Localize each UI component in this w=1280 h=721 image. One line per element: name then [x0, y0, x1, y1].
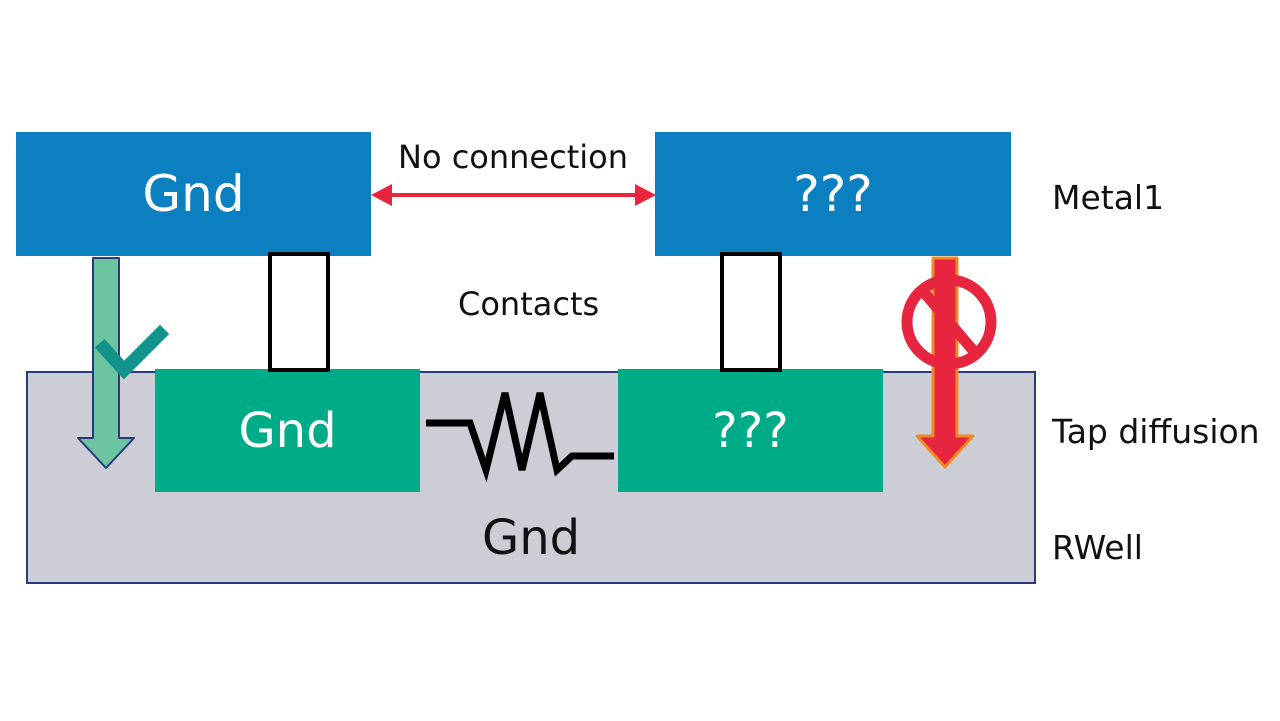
layer-label-tap-diffusion: Tap diffusion	[1052, 412, 1260, 451]
tap-unknown-label: ???	[712, 402, 789, 459]
good-connection-arrow	[77, 257, 135, 469]
tap-unknown-block: ???	[618, 369, 883, 492]
resistor-icon	[426, 392, 614, 483]
rwell-gnd-label: Gnd	[482, 510, 581, 566]
prohibited-icon	[901, 274, 997, 370]
no-connection-arrow	[371, 184, 656, 206]
tap-gnd-label: Gnd	[238, 402, 337, 459]
contact-right	[720, 252, 782, 372]
tap-gnd-block: Gnd	[155, 369, 420, 492]
metal1-unknown-block: ???	[655, 132, 1011, 256]
contacts-label: Contacts	[458, 285, 600, 323]
no-connection-label: No connection	[398, 138, 628, 176]
layer-label-rwell: RWell	[1052, 528, 1143, 567]
contact-left	[268, 252, 330, 372]
check-icon	[94, 324, 170, 380]
layer-label-metal1: Metal1	[1052, 178, 1165, 217]
metal1-gnd-block: Gnd	[16, 132, 371, 256]
metal1-unknown-label: ???	[793, 165, 873, 223]
metal1-gnd-label: Gnd	[142, 165, 245, 223]
